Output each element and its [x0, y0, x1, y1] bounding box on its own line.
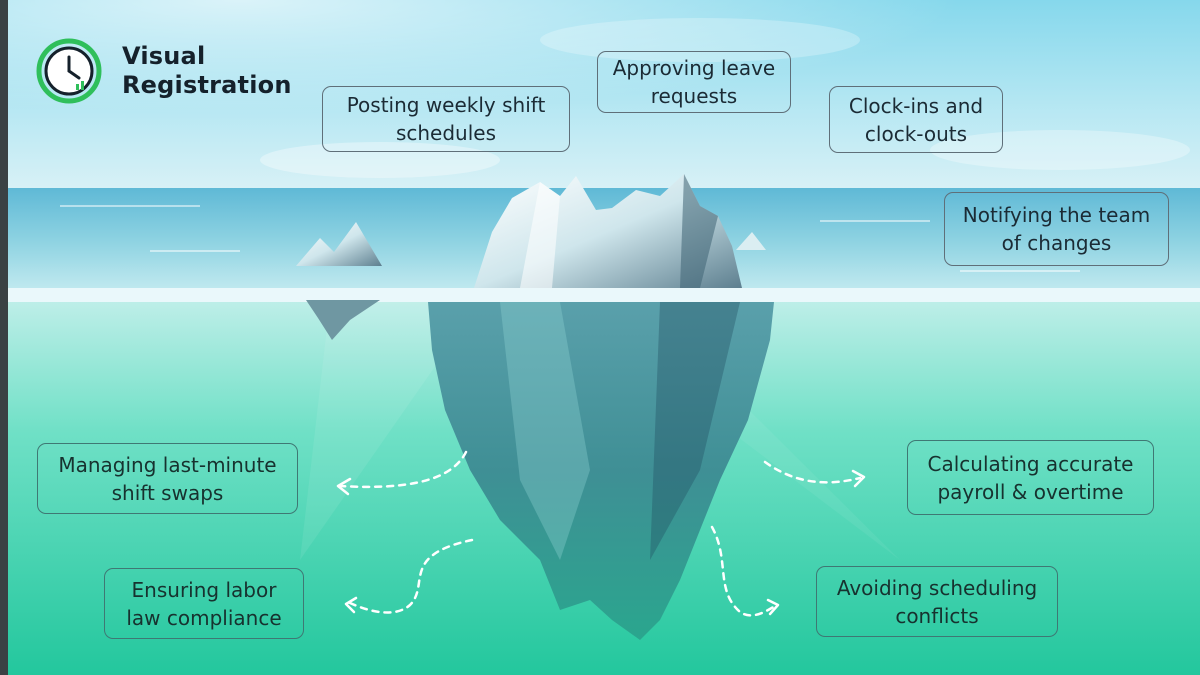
clock-check-icon: [36, 38, 102, 104]
below-label-text: Calculating accurate payroll & overtime: [927, 451, 1134, 504]
below-label-labor-law: Ensuring labor law compliance: [104, 568, 304, 639]
below-label-payroll: Calculating accurate payroll & overtime: [907, 440, 1154, 515]
above-label-clock-ins: Clock-ins and clock-outs: [829, 86, 1003, 153]
above-label-text: Posting weekly shift schedules: [346, 93, 546, 145]
above-label-text: Approving leave requests: [612, 56, 776, 108]
above-label-posting-schedules: Posting weekly shift schedules: [322, 86, 570, 152]
brand-logo: Visual Registration: [36, 38, 292, 104]
above-label-text: Clock-ins and clock-outs: [848, 93, 984, 146]
above-label-notifying-team: Notifying the team of changes: [944, 192, 1169, 266]
below-label-text: Ensuring labor law compliance: [126, 577, 282, 630]
below-label-text: Avoiding scheduling conflicts: [836, 575, 1038, 628]
below-label-text: Managing last-minute shift swaps: [58, 452, 277, 505]
brand-name-line2: Registration: [122, 71, 292, 99]
below-label-scheduling-conflicts: Avoiding scheduling conflicts: [816, 566, 1058, 637]
brand-name: Visual Registration: [122, 42, 292, 100]
brand-name-line1: Visual: [122, 42, 206, 70]
below-label-shift-swaps: Managing last-minute shift swaps: [37, 443, 298, 514]
above-label-approving-leave: Approving leave requests: [597, 51, 791, 113]
above-label-text: Notifying the team of changes: [962, 203, 1151, 255]
